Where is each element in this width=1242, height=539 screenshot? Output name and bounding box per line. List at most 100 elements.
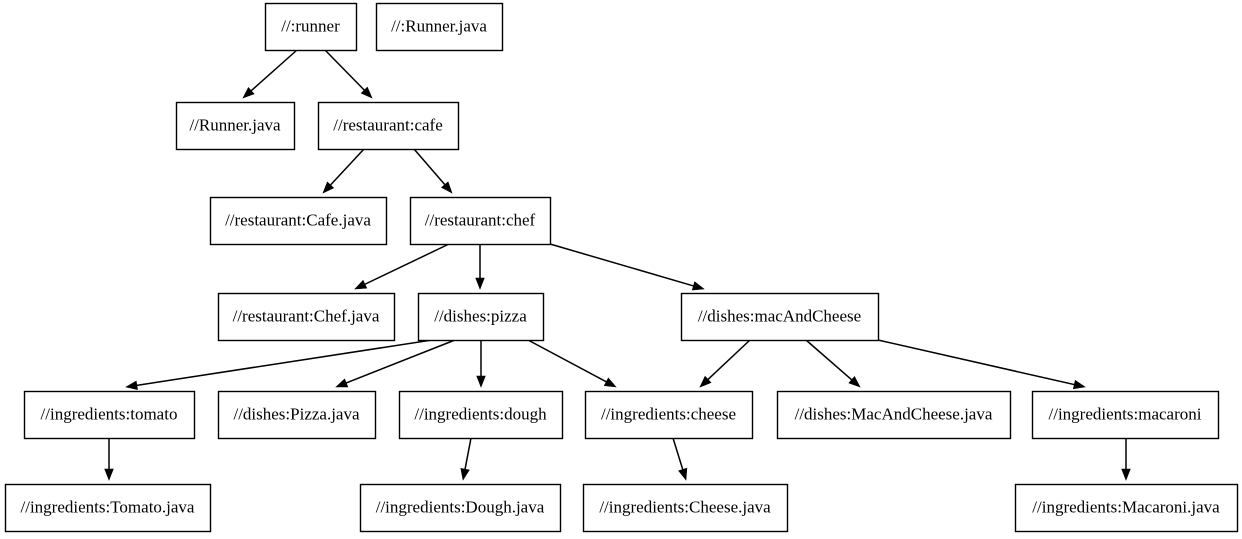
edge-line bbox=[364, 243, 450, 285]
graph-node[interactable]: //ingredients:macaroni bbox=[1031, 390, 1220, 440]
graph-edge bbox=[335, 339, 456, 388]
graph-edge bbox=[324, 49, 373, 99]
node-box[interactable] bbox=[4, 483, 212, 533]
node-box[interactable] bbox=[359, 483, 562, 533]
node-box[interactable] bbox=[776, 390, 1012, 440]
edge-line bbox=[329, 148, 365, 186]
graph-node[interactable]: //dishes:pizza bbox=[417, 292, 545, 342]
arrowhead-icon bbox=[125, 380, 138, 390]
arrowhead-icon bbox=[322, 181, 335, 194]
graph-edge bbox=[877, 339, 1086, 390]
edge-line bbox=[136, 339, 433, 387]
graph-edge bbox=[104, 438, 114, 481]
edge-line bbox=[707, 339, 751, 381]
arrowhead-icon bbox=[1072, 379, 1086, 390]
edge-line bbox=[464, 437, 472, 470]
edge-line bbox=[549, 243, 694, 287]
arrowhead-icon bbox=[354, 279, 368, 290]
graph-node[interactable]: //restaurant:chef bbox=[409, 196, 552, 246]
graph-node[interactable]: //:runner bbox=[264, 2, 358, 52]
graph-node[interactable]: //ingredients:dough bbox=[398, 390, 564, 440]
arrowhead-icon bbox=[1121, 468, 1131, 481]
node-label: //ingredients:Dough.java bbox=[376, 497, 545, 516]
node-label: //dishes:MacAndCheese.java bbox=[795, 404, 993, 423]
arrowhead-icon bbox=[104, 468, 114, 481]
graph-edge bbox=[354, 243, 450, 290]
node-box[interactable] bbox=[409, 196, 552, 246]
graph-node[interactable]: //:Runner.java bbox=[375, 2, 504, 52]
arrowhead-icon bbox=[475, 277, 485, 290]
node-label: //dishes:pizza bbox=[434, 306, 527, 325]
node-label: //dishes:macAndCheese bbox=[698, 306, 861, 325]
node-label: //restaurant:chef bbox=[425, 210, 536, 229]
edge-line bbox=[345, 339, 456, 384]
node-box[interactable] bbox=[582, 483, 789, 533]
graph-edge bbox=[1121, 438, 1131, 481]
graph-edge bbox=[476, 340, 486, 388]
node-label: //restaurant:Cafe.java bbox=[225, 210, 371, 229]
arrowhead-icon bbox=[360, 86, 373, 99]
graph-edge bbox=[699, 339, 751, 388]
node-box[interactable] bbox=[264, 2, 358, 52]
graph-node[interactable]: //ingredients:Dough.java bbox=[359, 483, 562, 533]
node-box[interactable] bbox=[217, 390, 377, 440]
graph-node[interactable]: //Runner.java bbox=[175, 101, 296, 151]
node-box[interactable] bbox=[209, 196, 388, 246]
arrowhead-icon bbox=[691, 281, 705, 291]
node-label: //ingredients:macaroni bbox=[1049, 404, 1202, 423]
node-label: //ingredients:Macaroni.java bbox=[1032, 497, 1220, 516]
graph-node[interactable]: //ingredients:cheese bbox=[584, 390, 754, 440]
arrowhead-icon bbox=[603, 377, 617, 388]
nodes-layer: //:runner //:Runner.java //Runner.java //re… bbox=[4, 2, 1239, 533]
arrowhead-icon bbox=[441, 181, 453, 194]
node-label: //ingredients:Cheese.java bbox=[599, 497, 771, 516]
node-label: //ingredients:cheese bbox=[601, 404, 736, 423]
edge-line bbox=[527, 339, 607, 383]
edge-line bbox=[805, 339, 853, 381]
graph-edge bbox=[460, 437, 472, 481]
node-label: //ingredients:Tomato.java bbox=[21, 497, 195, 516]
graph-node[interactable]: //restaurant:Cafe.java bbox=[209, 196, 388, 246]
node-label: //restaurant:Chef.java bbox=[233, 306, 380, 325]
node-box[interactable] bbox=[375, 2, 504, 52]
arrowhead-icon bbox=[476, 375, 486, 388]
graph-node[interactable]: //ingredients:tomato bbox=[23, 390, 196, 440]
node-label: //ingredients:dough bbox=[414, 404, 547, 423]
node-label: //ingredients:tomato bbox=[41, 404, 178, 423]
node-box[interactable] bbox=[680, 292, 880, 342]
node-box[interactable] bbox=[1031, 390, 1220, 440]
graph-node[interactable]: //dishes:macAndCheese bbox=[680, 292, 880, 342]
node-box[interactable] bbox=[217, 292, 396, 342]
graph-node[interactable]: //ingredients:Cheese.java bbox=[582, 483, 789, 533]
graph-edge bbox=[527, 339, 617, 388]
graph-node[interactable]: //ingredients:Tomato.java bbox=[4, 483, 212, 533]
edge-line bbox=[250, 49, 298, 92]
node-box[interactable] bbox=[175, 101, 296, 151]
graph-node[interactable]: //dishes:Pizza.java bbox=[217, 390, 377, 440]
graph-edge bbox=[242, 49, 298, 99]
arrowhead-icon bbox=[699, 375, 712, 388]
arrowhead-icon bbox=[678, 467, 688, 481]
arrowhead-icon bbox=[848, 376, 861, 388]
graph-node[interactable]: //dishes:MacAndCheese.java bbox=[776, 390, 1012, 440]
arrowhead-icon bbox=[460, 468, 470, 481]
graph-edge bbox=[125, 339, 433, 390]
node-label: //dishes:Pizza.java bbox=[233, 404, 360, 423]
edge-line bbox=[324, 49, 365, 91]
graph-node[interactable]: //restaurant:Chef.java bbox=[217, 292, 396, 342]
graph-edge bbox=[672, 437, 688, 481]
graph-node[interactable]: //restaurant:cafe bbox=[317, 101, 460, 151]
node-label: //:Runner.java bbox=[391, 16, 487, 35]
node-box[interactable] bbox=[23, 390, 196, 440]
node-box[interactable] bbox=[317, 101, 460, 151]
node-box[interactable] bbox=[417, 292, 545, 342]
graph-edge bbox=[805, 339, 861, 388]
arrowhead-icon bbox=[335, 378, 349, 388]
node-box[interactable] bbox=[584, 390, 754, 440]
node-box[interactable] bbox=[398, 390, 564, 440]
graph-node[interactable]: //ingredients:Macaroni.java bbox=[1014, 483, 1239, 533]
node-box[interactable] bbox=[1014, 483, 1239, 533]
node-label: //Runner.java bbox=[189, 115, 281, 134]
